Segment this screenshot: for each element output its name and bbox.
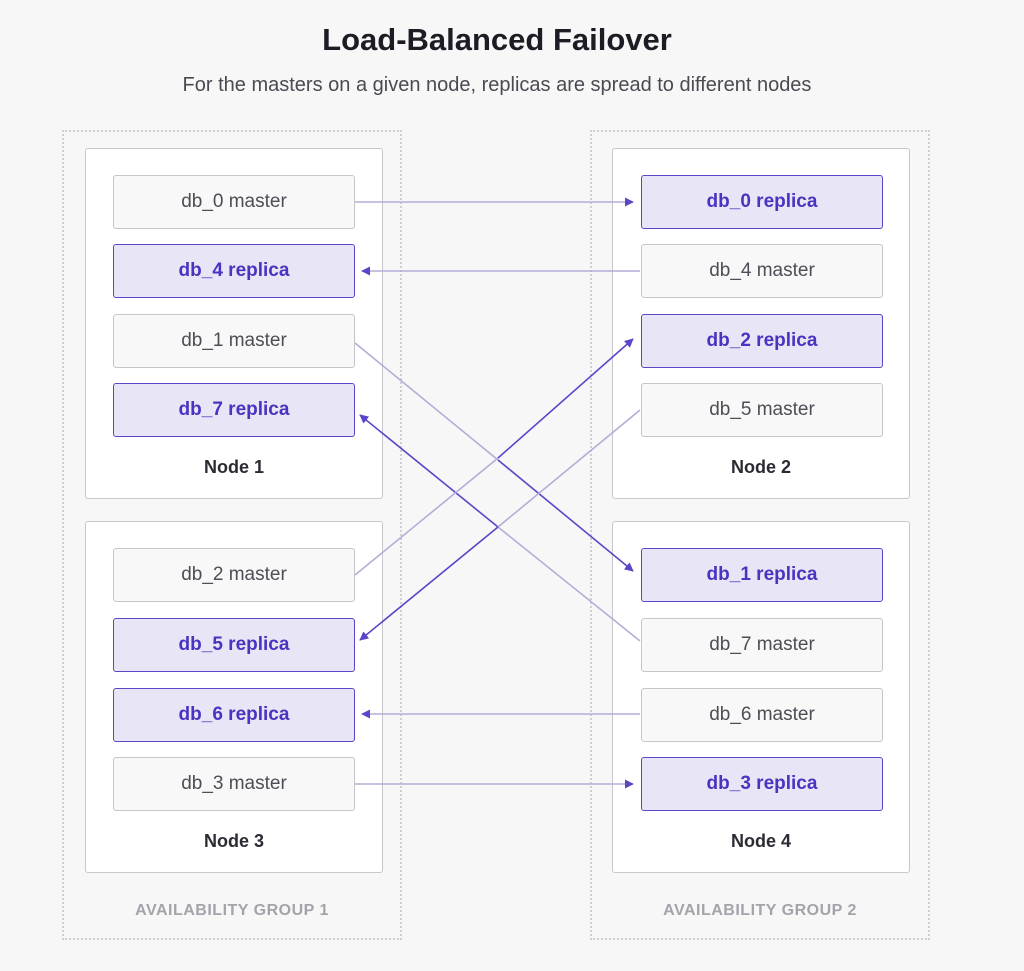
arrow-db-1-head [497, 459, 634, 572]
availability-group-2: AVAILABILITY GROUP 2 [590, 130, 930, 940]
arrow-db-2-tail [354, 457, 499, 576]
db-2-replica: db_2 replica [641, 314, 883, 368]
db-2-master: db_2 master [113, 548, 355, 602]
diagram-title: Load-Balanced Failover [322, 22, 672, 57]
db-3-master: db_3 master [113, 757, 355, 811]
availability-group-2-label: AVAILABILITY GROUP 2 [663, 902, 857, 919]
db-3-replica: db_3 replica [641, 757, 883, 811]
node-4-label: Node 4 [730, 831, 791, 851]
db-0-replica: db_0 replica [641, 175, 883, 229]
availability-group-1-label: AVAILABILITY GROUP 1 [135, 902, 329, 919]
db-7-replica: db_7 replica [113, 383, 355, 437]
db-4-master: db_4 master [641, 244, 883, 298]
node-1-label: Node 1 [203, 457, 264, 477]
arrow-db-7-tail [497, 526, 641, 642]
arrow-db-5-head [359, 526, 499, 641]
arrow-db-7-head [359, 414, 499, 528]
db-5-master: db_5 master [641, 383, 883, 437]
arrow-db-1-tail [354, 342, 499, 461]
diagram-subtitle: For the masters on a given node, replica… [182, 74, 812, 96]
node-2-label: Node 2 [730, 457, 791, 477]
db-1-master: db_1 master [113, 314, 355, 368]
arrow-db-5-tail [497, 409, 641, 528]
arrow-db-2-head [497, 338, 634, 459]
db-6-master: db_6 master [641, 688, 883, 742]
db-5-replica: db_5 replica [113, 618, 355, 672]
db-4-replica: db_4 replica [113, 244, 355, 298]
db-7-master: db_7 master [641, 618, 883, 672]
db-6-replica: db_6 replica [113, 688, 355, 742]
node-3-label: Node 3 [203, 831, 264, 851]
db-1-replica: db_1 replica [641, 548, 883, 602]
availability-group-1: AVAILABILITY GROUP 1 [62, 130, 402, 940]
db-0-master: db_0 master [113, 175, 355, 229]
